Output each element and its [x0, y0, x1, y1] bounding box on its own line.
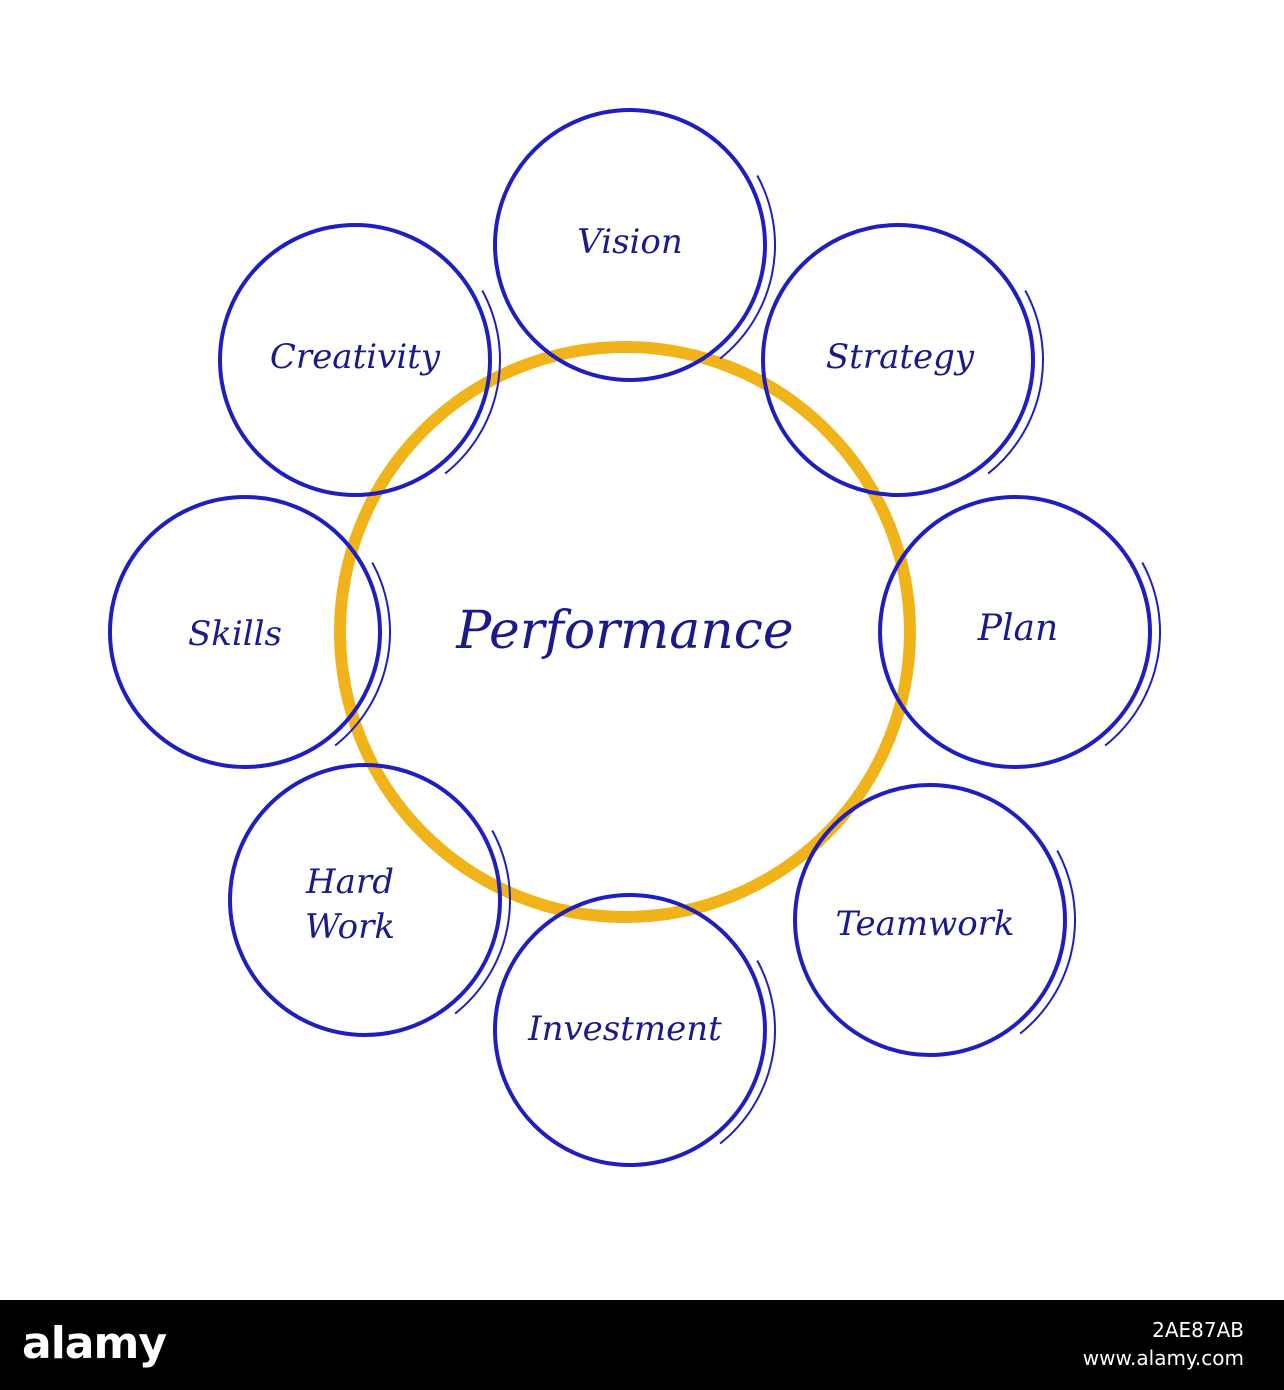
node-label-creativity: Creativity: [270, 337, 441, 377]
center-ring-group: Performance: [334, 341, 916, 923]
node-sketch-stroke-strategy: [987, 290, 1044, 475]
node-circle-creativity: [218, 223, 492, 497]
footer-logo: alamy: [22, 1318, 167, 1369]
node-sketch-stroke-creativity: [444, 290, 501, 475]
footer-bar: [0, 1300, 1284, 1390]
diagram-canvas: Performance VisionStrategyPlanTeamworkIn…: [108, 108, 1161, 1167]
node-circle-strategy: [761, 223, 1035, 497]
node-label-hard-work-line-2: Work: [305, 907, 395, 947]
node-label-vision: Vision: [577, 222, 683, 262]
node-circle-teamwork: [793, 783, 1067, 1057]
node-circle-skills: [108, 495, 382, 769]
node-label-hard-work-line-1: Hard: [305, 862, 394, 902]
node-circle-investment: [493, 893, 767, 1167]
node-sketch-stroke-skills: [334, 562, 391, 747]
node-sketch-stroke-teamwork: [1019, 850, 1076, 1035]
node-sketch-stroke-vision: [719, 175, 776, 360]
node-circle-plan: [878, 495, 1152, 769]
node-sketch-stroke-plan: [1104, 562, 1161, 747]
node-sketch-stroke-investment: [719, 960, 776, 1145]
node-label-strategy: Strategy: [826, 337, 975, 377]
node-label-investment: Investment: [527, 1009, 722, 1049]
center-label: Performance: [455, 601, 793, 661]
node-label-plan: Plan: [977, 608, 1058, 649]
center-ring: [334, 341, 916, 923]
node-circle-hard-work: [228, 763, 502, 1037]
footer-image-id: 2AE87AB: [1152, 1318, 1244, 1342]
node-label-teamwork: Teamwork: [835, 904, 1014, 944]
node-label-skills: Skills: [188, 614, 282, 654]
node-circles-group: [108, 108, 1161, 1167]
node-circle-vision: [493, 108, 767, 382]
footer-url: www.alamy.com: [1082, 1346, 1244, 1370]
node-sketch-stroke-hard-work: [454, 830, 511, 1015]
